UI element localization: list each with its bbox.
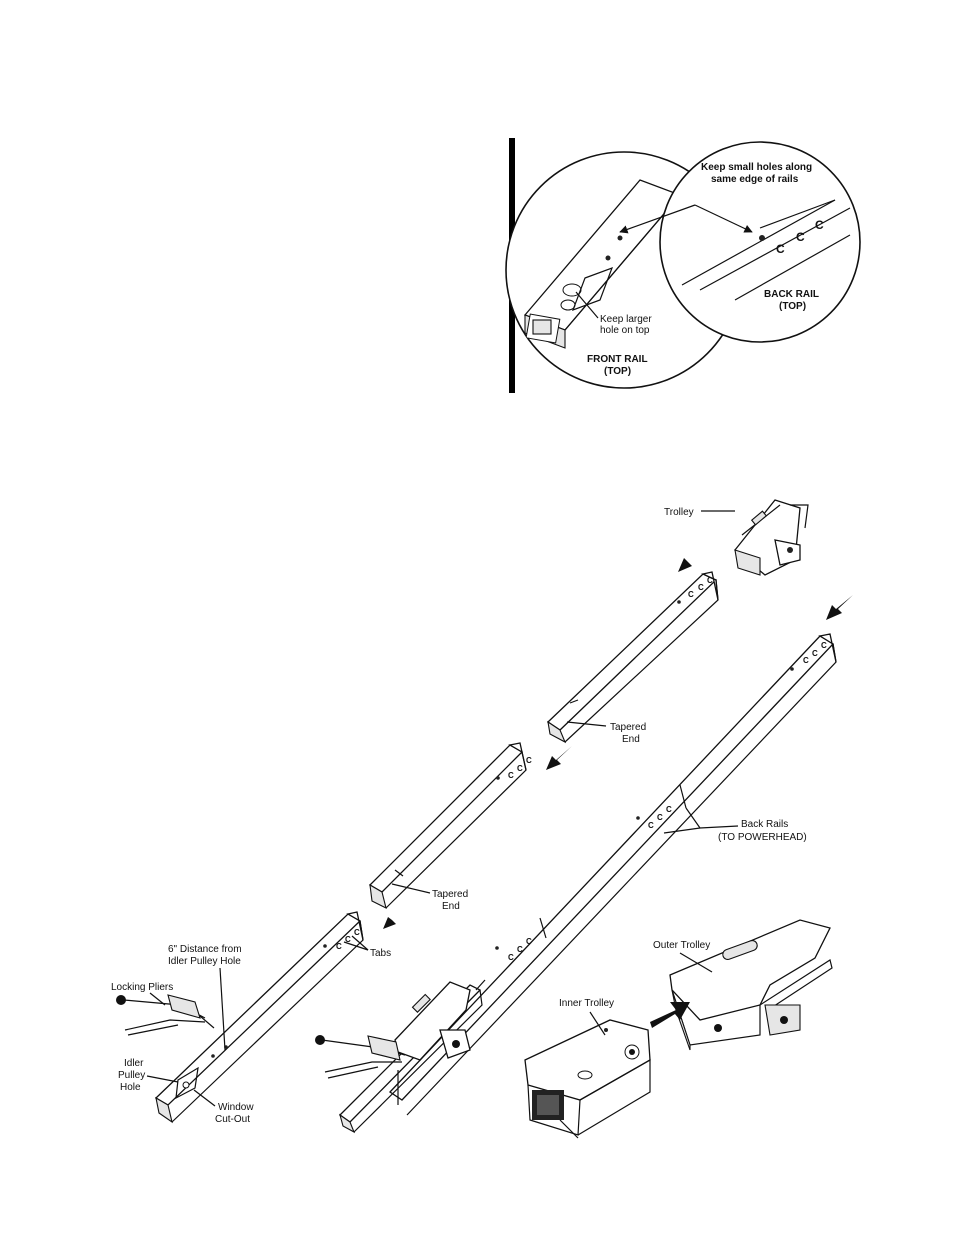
svg-text:C: C — [666, 805, 672, 814]
tapered-end-label-1-line1: Tapered — [610, 722, 646, 733]
svg-text:C: C — [803, 656, 809, 665]
back-rails-label: Back Rails — [741, 819, 788, 830]
callout-small-holes-line1: Keep small holes along — [701, 162, 812, 173]
tapered-end-label-1-line2: End — [622, 734, 640, 745]
svg-text:C: C — [517, 945, 523, 954]
locking-pliers-label: Locking Pliers — [111, 982, 173, 993]
callout-small-holes-line2: same edge of rails — [711, 174, 799, 185]
svg-text:C: C — [796, 230, 805, 244]
window-cutout-label-line1: Window — [218, 1102, 254, 1113]
front-rail-top-label: (TOP) — [604, 366, 631, 377]
svg-text:C: C — [776, 242, 785, 256]
idler-label-line2: Pulley — [118, 1070, 145, 1081]
back-rail-top-label: (TOP) — [779, 301, 806, 312]
svg-text:C: C — [707, 576, 713, 585]
tapered-end-label-2-line1: Tapered — [432, 889, 468, 900]
trolley-detail: Outer Trolley Inner Trolley — [524, 919, 833, 1139]
svg-text:C: C — [815, 218, 824, 232]
distance-label-line1: 6" Distance from — [168, 944, 242, 955]
distance-label-line2: Idler Pulley Hole — [168, 956, 241, 967]
rail-section-upper: C C C Tapered End — [546, 571, 719, 745]
svg-text:C: C — [508, 771, 514, 780]
svg-text:C: C — [517, 764, 523, 773]
back-rail-label: BACK RAIL — [764, 289, 819, 300]
tapered-end-label-2-line2: End — [442, 901, 460, 912]
locking-pliers-icon: Locking Pliers — [111, 982, 215, 1036]
small-hole-icon — [605, 255, 611, 261]
assembly-arrows — [383, 548, 853, 929]
svg-text:C: C — [354, 928, 360, 937]
svg-text:C: C — [526, 756, 532, 765]
svg-text:C: C — [336, 942, 342, 951]
trolley-label: Trolley — [664, 507, 694, 518]
svg-text:C: C — [345, 935, 351, 944]
svg-text:C: C — [508, 953, 514, 962]
svg-text:C: C — [688, 590, 694, 599]
trolley-top: Trolley — [664, 499, 809, 576]
svg-text:C: C — [648, 821, 654, 830]
rail-section-middle: C C C Tapered End — [368, 742, 532, 912]
front-rail-lower: C C C Tabs 6" Distance from Idler Pulley… — [118, 911, 391, 1125]
svg-text:C: C — [526, 937, 532, 946]
svg-text:C: C — [698, 583, 704, 592]
insert-arrow — [650, 1002, 690, 1028]
svg-text:C: C — [657, 813, 663, 822]
svg-text:C: C — [812, 649, 818, 658]
callout-larger-hole-line1: Keep larger — [600, 314, 652, 325]
outer-trolley-label: Outer Trolley — [653, 940, 710, 951]
window-cutout-label-line2: Cut-Out — [215, 1114, 250, 1125]
assembled-trolley — [315, 979, 486, 1134]
inner-trolley-label: Inner Trolley — [559, 998, 614, 1009]
idler-label-line3: Hole — [120, 1082, 141, 1093]
back-rails-to-powerhead-label: (TO POWERHEAD) — [718, 832, 807, 843]
tabs-label: Tabs — [370, 948, 391, 959]
callout-larger-hole-line2: hole on top — [600, 325, 650, 336]
front-rail-label: FRONT RAIL — [587, 354, 648, 365]
svg-text:C: C — [821, 641, 827, 650]
idler-label-line1: Idler — [124, 1058, 144, 1069]
back-rail-inset: C C C Keep small holes along same edge o… — [659, 141, 861, 343]
